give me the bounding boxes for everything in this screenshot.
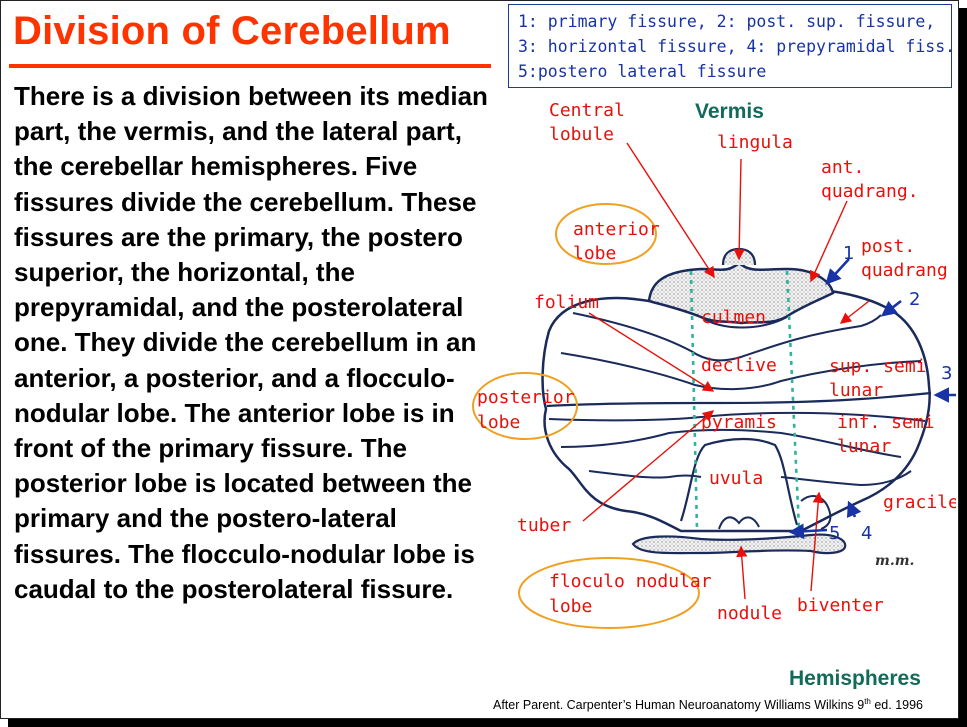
label-inf-semi-lunar-2: lunar xyxy=(837,436,891,457)
fissure-legend: 1: primary fissure, 2: post. sup. fissur… xyxy=(508,4,956,88)
red-pointer-arrows xyxy=(582,142,870,600)
flocculus xyxy=(631,533,847,555)
citation-tail: ed. 1996 xyxy=(870,698,924,713)
slide-shadow-right xyxy=(959,8,967,727)
label-inf-semi-lunar-1: inf. semi xyxy=(837,412,935,433)
label-floculo-nodular-lobe-1: floculo nodular xyxy=(549,571,712,592)
slide-shadow-bottom xyxy=(8,719,967,727)
floculo-nodular-lobe-ellipse xyxy=(518,557,700,629)
label-biventer: biventer xyxy=(797,595,884,616)
label-posterior-lobe-2: lobe xyxy=(477,412,520,433)
label-ant-quadrang-2: quadrang. xyxy=(821,181,919,202)
vermis-heading: Vermis xyxy=(695,100,764,123)
legend-line-1: 1: primary fissure, 2: post. sup. fissur… xyxy=(518,12,936,31)
citation-text: After Parent. Carpenter’s Human Neuroana… xyxy=(493,698,865,713)
hemisphere-line-4 xyxy=(560,429,902,458)
primary-fissure-curve xyxy=(700,316,788,329)
title-underline xyxy=(9,64,491,68)
label-gracile: gracile xyxy=(883,492,956,513)
fissure-number-1: 1 xyxy=(843,243,854,264)
label-uvula: uvula xyxy=(709,468,763,489)
uvula-notch xyxy=(718,516,760,530)
label-posterior-lobe-1: posterior xyxy=(477,387,575,408)
label-folium: folium xyxy=(534,292,599,313)
vermis-boundary-right xyxy=(785,270,801,530)
fissure-number-5: 5 xyxy=(829,523,840,544)
label-pyramis: pyramis xyxy=(701,412,777,433)
label-anterior-lobe-1: anterior xyxy=(573,219,660,240)
hemispheres-heading: Hemispheres xyxy=(789,667,921,689)
fissure-number-2: 2 xyxy=(909,289,920,310)
label-sup-semi-lunar-2: lunar xyxy=(829,380,883,401)
cerebellum-diagram: Vermis Hemispheres Central lobule lingul… xyxy=(472,100,956,689)
label-central-lobule-2: lobule xyxy=(549,124,614,145)
horizontal-fissure-line xyxy=(546,391,932,408)
legend-line-2: 3: horizontal fissure, 4: prepyramidal f… xyxy=(518,37,956,56)
legend-line-3: 5:postero lateral fissure xyxy=(518,62,767,81)
body-paragraph: There is a division between its median p… xyxy=(14,81,488,604)
label-sup-semi-lunar-1: sup. semi xyxy=(829,356,927,377)
label-anterior-lobe-2: lobe xyxy=(573,243,616,264)
anterior-lobe-ellipse xyxy=(555,203,657,265)
hemisphere-line-3 xyxy=(548,411,926,422)
label-ant-quadrang-1: ant. xyxy=(821,157,864,178)
label-central-lobule-1: Central xyxy=(549,100,625,121)
hemisphere-line-1 xyxy=(572,312,882,362)
artist-signature: m.m. xyxy=(875,553,914,569)
slide-title: Division of Cerebellum xyxy=(13,9,451,53)
label-post-quadrang-2: quadrang xyxy=(861,260,948,281)
label-post-quadrang-1: post. xyxy=(861,236,915,257)
fissure-arrows xyxy=(788,258,956,540)
label-culmen: culmen xyxy=(701,307,766,328)
label-tuber: tuber xyxy=(517,515,571,536)
fissure-number-4: 4 xyxy=(861,523,872,544)
hemisphere-line-6 xyxy=(780,470,912,487)
label-lingula: lingula xyxy=(717,132,793,153)
fissure-number-3: 3 xyxy=(941,363,952,384)
vermis-boundary-left xyxy=(689,270,699,530)
posterior-lobe-ellipse xyxy=(472,372,578,440)
hemisphere-line-2 xyxy=(560,352,922,391)
citation-superscript: th xyxy=(864,697,871,706)
source-citation: After Parent. Carpenter’s Human Neuroana… xyxy=(493,697,923,712)
cerebellum-outline xyxy=(541,289,931,533)
label-declive: declive xyxy=(701,355,777,376)
label-floculo-nodular-lobe-2: lobe xyxy=(549,596,592,617)
uvula-outline xyxy=(679,437,799,526)
biventer-outline xyxy=(800,495,832,530)
label-nodule: nodule xyxy=(717,603,782,624)
